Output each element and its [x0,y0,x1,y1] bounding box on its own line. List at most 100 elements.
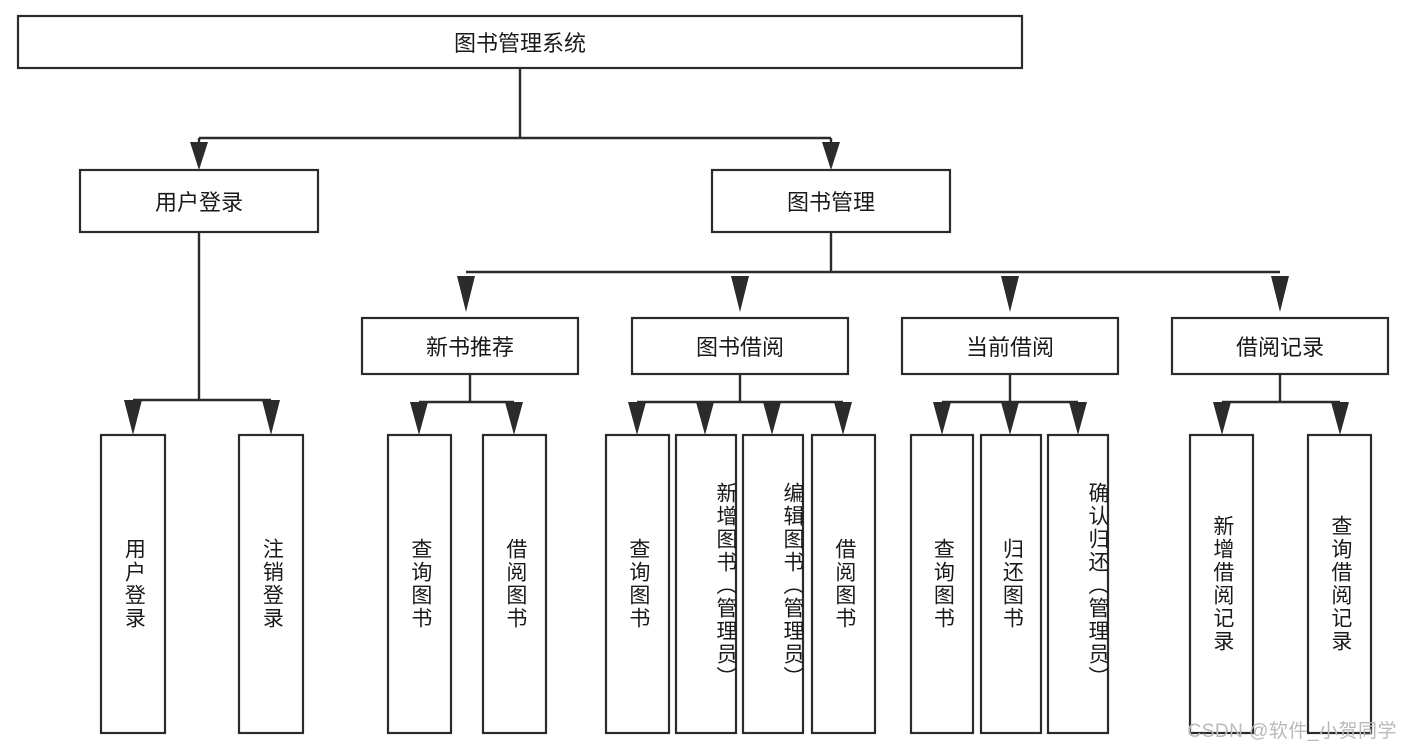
node-borrow-record[interactable]: 借阅记录 [1170,316,1390,376]
arrow-head-icon [124,400,142,435]
node-label: 借阅图书 [832,538,856,630]
node-leaf-edit-book[interactable]: 编辑图书（管理员） [741,433,805,735]
node-box [979,433,1043,735]
node-label-wrapper: 借阅记录 [1235,335,1324,360]
node-label: 借阅图书 [503,538,527,630]
node-label-wrapper: 新增图书（管理员） [714,481,736,689]
node-label: 图书管理 [786,190,875,215]
node-label-wrapper: 图书借阅 [695,335,784,360]
node-root-book-management-system[interactable]: 图书管理系统 [16,14,1024,70]
node-label-wrapper: 新书推荐 [426,335,514,360]
node-label-wrapper: 查询图书 [931,538,955,630]
node-leaf-query-book-3[interactable]: 查询图书 [909,433,975,735]
node-label-wrapper: 查询借阅记录 [1329,515,1352,653]
node-label-wrapper: 归还图书 [1000,538,1024,630]
node-box [16,14,1024,70]
node-box [1170,316,1390,376]
node-box [900,316,1120,376]
node-leaf-confirm-return[interactable]: 确认归还（管理员） [1046,433,1110,735]
node-box [630,316,850,376]
connector-book-management-to-level3 [457,232,1289,312]
arrow-head-icon [190,142,208,170]
node-label-wrapper: 图书管理 [786,190,875,215]
node-leaf-add-record[interactable]: 新增借阅记录 [1188,433,1255,735]
arrow-head-icon [628,402,646,435]
arrow-head-icon [696,402,714,435]
arrow-head-icon [505,402,523,435]
node-label: 借阅记录 [1235,335,1324,360]
node-leaf-return-book[interactable]: 归还图书 [979,433,1043,735]
arrow-head-icon [457,276,475,312]
node-label: 用户登录 [122,538,146,630]
arrow-head-icon [262,400,280,435]
node-box [1188,433,1255,735]
node-book-management[interactable]: 图书管理 [710,168,952,234]
node-label: 查询图书 [626,538,650,630]
node-current-borrow[interactable]: 当前借阅 [900,316,1120,376]
node-label: 当前借阅 [965,335,1054,360]
node-box [1306,433,1373,735]
node-box [909,433,975,735]
node-box [710,168,952,234]
arrow-head-icon [763,402,781,435]
node-label: 新增借阅记录 [1210,515,1234,653]
arrow-head-icon [1213,402,1231,435]
node-label-wrapper: 借阅图书 [832,538,856,630]
node-box [360,316,580,376]
node-label-wrapper: 查询图书 [408,538,432,630]
arrow-head-icon [1331,402,1349,435]
connector-current-borrow-to-leaves [933,374,1087,435]
node-box [99,433,167,735]
node-box [386,433,453,735]
node-leaf-logout-login[interactable]: 注销登录 [237,433,305,735]
connector-borrow-record-to-leaves [1213,374,1349,435]
node-leaf-query-book-1[interactable]: 查询图书 [386,433,453,735]
node-label-wrapper: 用户登录 [122,538,146,630]
node-label: 注销登录 [260,538,284,630]
node-label: 查询图书 [931,538,955,630]
node-label: 归还图书 [1000,538,1024,630]
node-box [741,433,805,735]
node-leaf-query-record[interactable]: 查询借阅记录 [1306,433,1373,735]
node-label: 图书借阅 [695,335,784,360]
node-label: 用户登录 [154,190,243,215]
node-leaf-borrow-book-1[interactable]: 借阅图书 [481,433,548,735]
node-label-wrapper: 确认归还（管理员） [1086,481,1108,689]
node-box [78,168,320,234]
arrow-head-icon [933,402,951,435]
node-leaf-user-login[interactable]: 用户登录 [99,433,167,735]
arrow-head-icon [822,142,840,170]
arrow-head-icon [1069,402,1087,435]
node-label-wrapper: 查询图书 [626,538,650,630]
connector-new-book-recommend-to-leaves [410,374,523,435]
node-label-wrapper: 图书管理系统 [453,31,586,56]
node-new-book-recommend[interactable]: 新书推荐 [360,316,580,376]
arrow-head-icon [1271,276,1289,312]
node-box [1046,433,1110,735]
node-label-wrapper: 用户登录 [154,190,243,215]
node-box [237,433,305,735]
node-label: 查询图书 [408,538,432,630]
node-box [604,433,671,735]
arrow-head-icon [410,402,428,435]
node-box [481,433,548,735]
node-leaf-borrow-book-2[interactable]: 借阅图书 [810,433,877,735]
node-label-wrapper: 当前借阅 [965,335,1054,360]
node-leaf-add-book[interactable]: 新增图书（管理员） [674,433,738,735]
node-label-wrapper: 新增借阅记录 [1210,515,1234,653]
connector-root-to-level2 [190,68,840,170]
node-label-wrapper: 注销登录 [260,538,284,630]
node-leaf-query-book-2[interactable]: 查询图书 [604,433,671,735]
node-label: 新增图书（管理员） [714,481,736,689]
root-title-label: 图书管理系统 [453,31,586,56]
node-book-borrow[interactable]: 图书借阅 [630,316,850,376]
connector-user-login-to-leaves [124,232,280,435]
arrow-head-icon [834,402,852,435]
connector-book-borrow-to-leaves [628,374,852,435]
arrow-head-icon [1001,276,1019,312]
node-label: 确认归还（管理员） [1086,481,1108,689]
node-user-login[interactable]: 用户登录 [78,168,320,234]
node-box [810,433,877,735]
